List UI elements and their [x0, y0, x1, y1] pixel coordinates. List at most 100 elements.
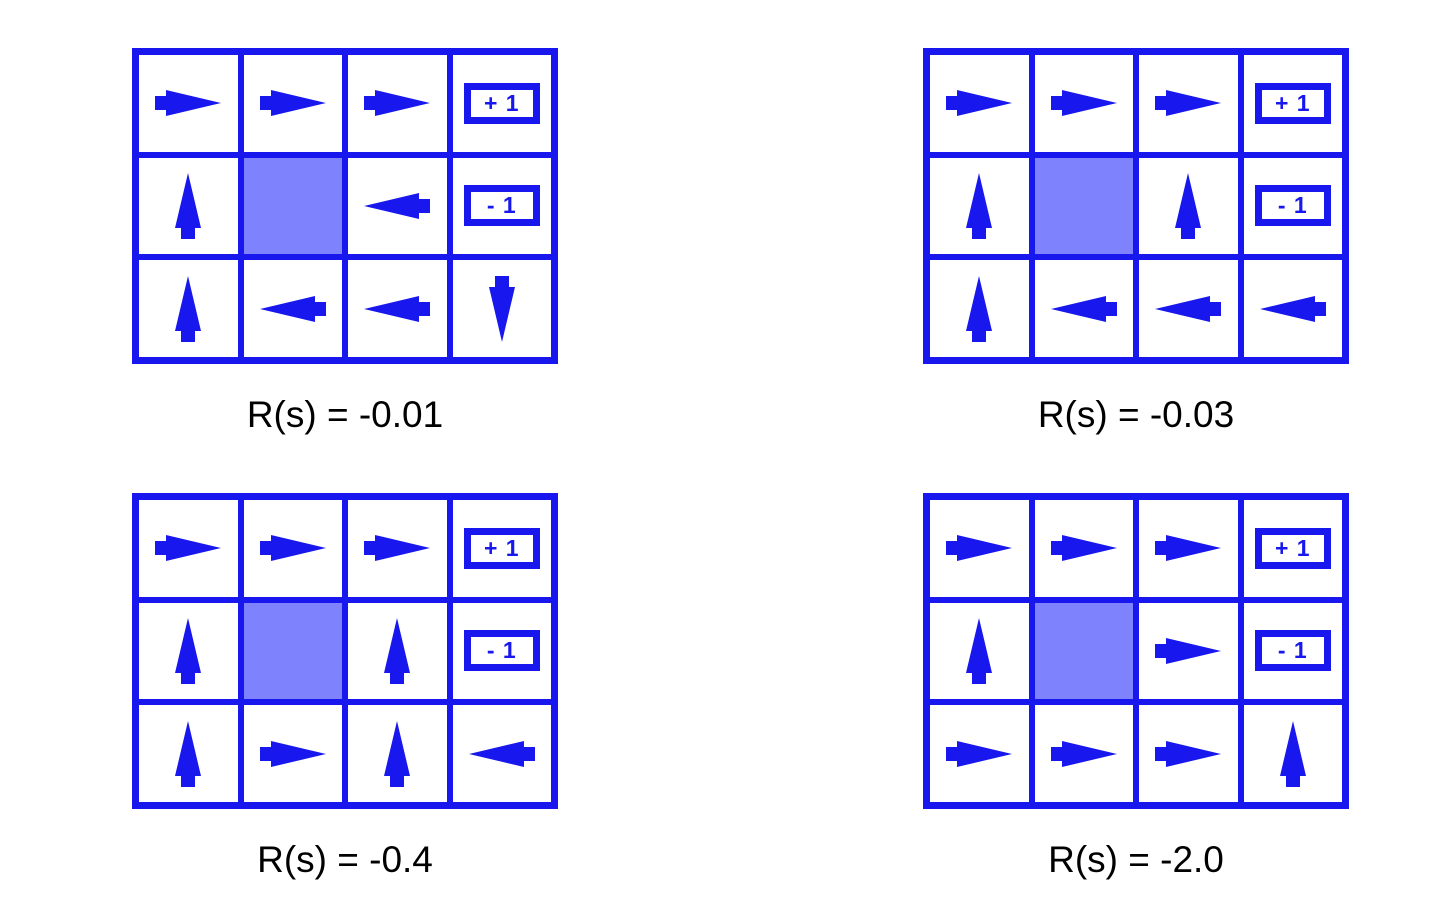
grid-cell-policy-arrow [930, 55, 1029, 152]
arrow-right-icon [946, 737, 1013, 771]
arrow-right-icon [1155, 737, 1222, 771]
grid-cell-policy-arrow [348, 602, 447, 700]
arrow-left-icon [259, 292, 326, 326]
grid-cell-terminal-negative: - 1 [1243, 157, 1342, 255]
grid-cell-policy-arrow [1139, 157, 1238, 255]
panel-caption-bottom-right: R(s) = -2.0 [1048, 839, 1224, 880]
arrow-up-icon [1171, 172, 1205, 239]
arrow-left-icon [364, 292, 431, 326]
panel-caption-top-left: R(s) = -0.01 [246, 394, 444, 435]
arrow-right-icon [155, 86, 222, 120]
reward-badge-positive: + 1 [1254, 82, 1331, 124]
reward-badge-label: - 1 [1277, 637, 1308, 664]
panel-top-right: + 1 - 1 [923, 48, 1349, 364]
arrow-up-icon [171, 172, 205, 239]
reward-badge-positive: + 1 [463, 527, 540, 569]
arrow-right-icon [1155, 86, 1222, 120]
arrow-up-icon [962, 275, 996, 342]
arrow-right-icon [1050, 737, 1117, 771]
grid-cell-policy-arrow [930, 602, 1029, 700]
grid-cell-terminal-positive: + 1 [452, 500, 551, 597]
arrow-up-icon [171, 617, 205, 684]
arrow-right-icon [1155, 531, 1222, 565]
grid-cell-policy-arrow [139, 55, 238, 152]
grid-cell-policy-arrow [1139, 500, 1238, 597]
reward-badge-label: + 1 [483, 89, 520, 116]
grid-cell-policy-arrow [1243, 705, 1342, 802]
arrow-down-icon [485, 275, 519, 342]
arrow-up-icon [962, 617, 996, 684]
policy-grid: + 1 - 1 [923, 493, 1349, 809]
grid-cell-policy-arrow [1034, 260, 1133, 357]
grid-cell-policy-arrow [930, 260, 1029, 357]
grid-cell-policy-arrow [348, 157, 447, 255]
grid-cell-policy-arrow [243, 500, 342, 597]
grid-cell-policy-arrow [348, 260, 447, 357]
grid-cell-wall [243, 602, 342, 700]
arrow-up-icon [380, 617, 414, 684]
arrow-right-icon [946, 86, 1013, 120]
arrow-up-icon [962, 172, 996, 239]
panel-caption-top-right: R(s) = -0.03 [1037, 394, 1235, 435]
arrow-right-icon [259, 531, 326, 565]
policy-grid: + 1 - 1 [132, 493, 558, 809]
grid-cell-wall [243, 157, 342, 255]
grid-cell-policy-arrow [1139, 705, 1238, 802]
grid-cell-terminal-negative: - 1 [452, 602, 551, 700]
policy-grid: + 1 - 1 [923, 48, 1349, 364]
reward-badge-label: - 1 [486, 637, 517, 664]
arrow-right-icon [1155, 634, 1222, 668]
arrow-up-icon [171, 720, 205, 787]
arrow-left-icon [1155, 292, 1222, 326]
grid-cell-policy-arrow [930, 157, 1029, 255]
grid-cell-policy-arrow [930, 705, 1029, 802]
grid-cell-wall [1034, 157, 1133, 255]
arrow-right-icon [259, 737, 326, 771]
panel-caption-bottom-left: R(s) = -0.4 [257, 839, 433, 880]
reward-badge-label: - 1 [486, 192, 517, 219]
grid-cell-policy-arrow [930, 500, 1029, 597]
grid-cell-policy-arrow [139, 705, 238, 802]
grid-cell-policy-arrow [139, 157, 238, 255]
panel-bottom-left: + 1 - 1 [132, 493, 558, 809]
reward-badge-label: + 1 [1274, 89, 1311, 116]
grid-cell-policy-arrow [1243, 260, 1342, 357]
arrow-right-icon [155, 531, 222, 565]
arrow-right-icon [364, 86, 431, 120]
grid-cell-policy-arrow [1139, 602, 1238, 700]
arrow-right-icon [364, 531, 431, 565]
reward-badge-label: - 1 [1277, 192, 1308, 219]
reward-badge-negative: - 1 [463, 630, 540, 672]
grid-cell-wall [1034, 602, 1133, 700]
reward-badge-negative: - 1 [463, 185, 540, 227]
reward-badge-positive: + 1 [463, 82, 540, 124]
grid-cell-terminal-negative: - 1 [452, 157, 551, 255]
arrow-right-icon [946, 531, 1013, 565]
reward-badge-label: + 1 [483, 534, 520, 561]
reward-badge-label: + 1 [1274, 534, 1311, 561]
grid-cell-terminal-positive: + 1 [452, 55, 551, 152]
arrow-up-icon [171, 275, 205, 342]
grid-cell-policy-arrow [1139, 55, 1238, 152]
arrow-left-icon [1259, 292, 1326, 326]
arrow-up-icon [1276, 720, 1310, 787]
grid-cell-policy-arrow [348, 500, 447, 597]
reward-badge-negative: - 1 [1254, 630, 1331, 672]
arrow-left-icon [364, 189, 431, 223]
panel-bottom-right: + 1 - 1 [923, 493, 1349, 809]
arrow-left-icon [1050, 292, 1117, 326]
grid-cell-terminal-positive: + 1 [1243, 500, 1342, 597]
grid-cell-policy-arrow [139, 602, 238, 700]
grid-cell-terminal-negative: - 1 [1243, 602, 1342, 700]
grid-cell-policy-arrow [348, 705, 447, 802]
grid-cell-policy-arrow [1034, 705, 1133, 802]
reward-badge-positive: + 1 [1254, 527, 1331, 569]
grid-cell-policy-arrow [452, 705, 551, 802]
policy-grid: + 1 - 1 [132, 48, 558, 364]
grid-cell-policy-arrow [243, 705, 342, 802]
arrow-up-icon [380, 720, 414, 787]
panel-top-left: + 1 - 1 [132, 48, 558, 364]
reward-badge-negative: - 1 [1254, 185, 1331, 227]
arrow-right-icon [259, 86, 326, 120]
